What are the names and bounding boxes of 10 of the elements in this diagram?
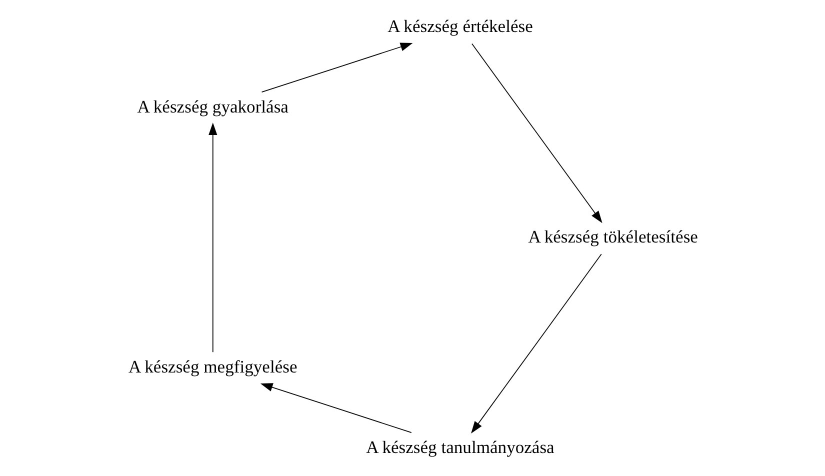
- node-text: A készség megfigyelése: [128, 356, 297, 376]
- arrow: [208, 122, 217, 353]
- node-text: A készség értékelése: [387, 16, 532, 36]
- arrow: [470, 254, 602, 434]
- arrow: [260, 383, 412, 433]
- node-text: A készség tanulmányozása: [366, 436, 554, 457]
- node-text: A készség tökéletesítése: [528, 226, 698, 246]
- arrow: [260, 42, 412, 93]
- arrow: [471, 43, 602, 224]
- node-text: A készség gyakorlása: [136, 96, 288, 116]
